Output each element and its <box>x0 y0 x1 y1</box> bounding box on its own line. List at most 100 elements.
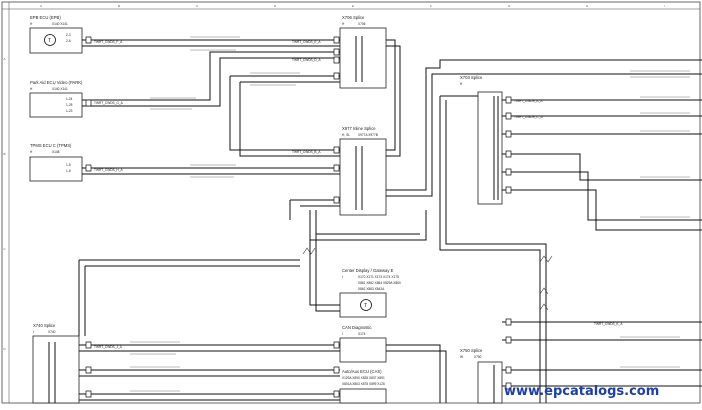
connector-icon <box>505 150 512 158</box>
splice-box <box>477 361 503 404</box>
pin-label: 1-25 <box>66 103 73 107</box>
lower-connectors <box>85 36 512 398</box>
module-box <box>339 337 387 363</box>
row-label: D <box>4 347 7 351</box>
connector-icon <box>333 36 340 44</box>
col-label: B <box>118 4 120 8</box>
module-connectors: X148 <box>52 150 60 154</box>
wire-group-x703 <box>439 95 702 330</box>
module-connectors: X140 X141 <box>52 22 68 26</box>
module-location: I <box>342 275 343 279</box>
wire-label: TWRT_CWDS_A_A <box>514 99 543 103</box>
connector-icon <box>505 186 512 194</box>
connector-icon <box>333 341 340 349</box>
module-connectors: X170 X171 X173 X174 X175 <box>358 275 399 279</box>
pin-label: 1-6 <box>66 169 71 173</box>
wire-label: TWRT_CWDS_H_A <box>94 168 124 172</box>
pin-label: 1-5 <box>66 163 71 167</box>
wire-label: TWRT_CWDS_D_A <box>292 58 322 62</box>
twist-icon <box>302 247 316 255</box>
pin-label: 1-24 <box>66 97 73 101</box>
module-title: Center Display / Gateway E <box>342 268 394 273</box>
module-location: H <box>30 22 33 26</box>
connector-icon <box>85 390 92 398</box>
connector-icon <box>333 366 340 374</box>
wire-group-center <box>78 234 702 403</box>
module-title: X706 Splice <box>342 15 365 20</box>
wire <box>502 189 702 231</box>
module-box <box>29 27 83 54</box>
module-x703: X703 Splice H <box>460 75 503 205</box>
connector-icon <box>85 341 92 349</box>
module-location: H, SL <box>342 133 350 137</box>
connector-icon <box>333 72 340 80</box>
t-symbol-label: T <box>48 38 51 44</box>
wire <box>386 344 441 403</box>
wire-labels: TWRT_CWDS_F_A TWRT_CWDS_G_A TWRT_CWDS_H_… <box>94 40 623 349</box>
wire <box>315 234 340 312</box>
module-title: X703 Splice <box>460 75 483 80</box>
wire <box>440 95 702 101</box>
wire <box>445 100 547 330</box>
connector-icon <box>333 146 340 154</box>
wire-label: TWRT_CWDS_E_A <box>292 40 321 44</box>
connector-icon <box>505 112 512 120</box>
module-connectors: X977A X977B <box>358 133 378 137</box>
row-ruler: A B C D <box>4 57 7 351</box>
connector-icon <box>333 56 340 64</box>
connector-icon <box>85 366 92 374</box>
connector-icon <box>85 99 92 107</box>
connector-icon <box>505 168 512 176</box>
connector-icon <box>333 164 340 172</box>
wire-label: TWRT_CWDS_J_A <box>94 345 123 349</box>
row-label: A <box>4 57 6 61</box>
wire <box>502 153 702 181</box>
wire-label: TWRT_CWDS_B_A <box>292 150 321 154</box>
wire <box>386 73 702 197</box>
col-label: H <box>586 4 588 8</box>
col-label: D <box>274 4 277 8</box>
connector-icon <box>505 318 512 326</box>
twist-icon <box>539 287 549 295</box>
wire <box>289 199 340 220</box>
t-symbol-icon <box>360 299 372 311</box>
module-location: I <box>342 332 343 336</box>
module-auto-ecu: Auto/Aux ECU (CAS) X129A X890 X828 X837 … <box>339 369 387 404</box>
wire <box>82 51 340 101</box>
module-park: Park Aid ECU Video (PARK) H X140 X141 1-… <box>29 80 83 118</box>
wire <box>78 259 300 336</box>
module-location: H <box>460 82 463 86</box>
wire <box>229 75 340 151</box>
wire <box>386 350 447 403</box>
module-box <box>339 388 387 404</box>
wire-label: TWRT_CWDS_F_A <box>94 40 123 44</box>
module-title: Auto/Aux ECU (CAS) <box>342 369 382 374</box>
module-box <box>29 92 83 118</box>
module-connectors: X174 <box>358 332 366 336</box>
splice-box <box>339 138 387 216</box>
connector-icon <box>505 382 512 390</box>
t-symbol-icon <box>44 34 56 46</box>
twist-icon <box>539 255 553 263</box>
wire-label: TWRT_CWDS_K_A <box>594 322 623 326</box>
splice-box <box>32 335 80 404</box>
module-location: I <box>33 330 34 334</box>
twist-icon <box>539 303 549 311</box>
pin-label: 2-3 <box>66 33 71 37</box>
module-connectors: X862 X863 X842A <box>358 287 385 291</box>
wire <box>82 57 340 107</box>
connector-icon <box>505 336 512 344</box>
module-x706: X706 Splice H X706 <box>339 15 387 89</box>
module-location: W <box>460 355 463 359</box>
twist-markers <box>302 247 553 311</box>
pin-label: 1-23 <box>66 109 73 113</box>
connector-icon <box>85 36 92 44</box>
connector-icon <box>505 96 512 104</box>
module-x740: X740 Splice I X740 <box>32 323 80 404</box>
x706-connectors <box>333 36 340 204</box>
t-symbol-label: T <box>364 303 367 309</box>
module-title: Park Aid ECU Video (PARK) <box>30 80 83 85</box>
connector-icon <box>333 196 340 204</box>
